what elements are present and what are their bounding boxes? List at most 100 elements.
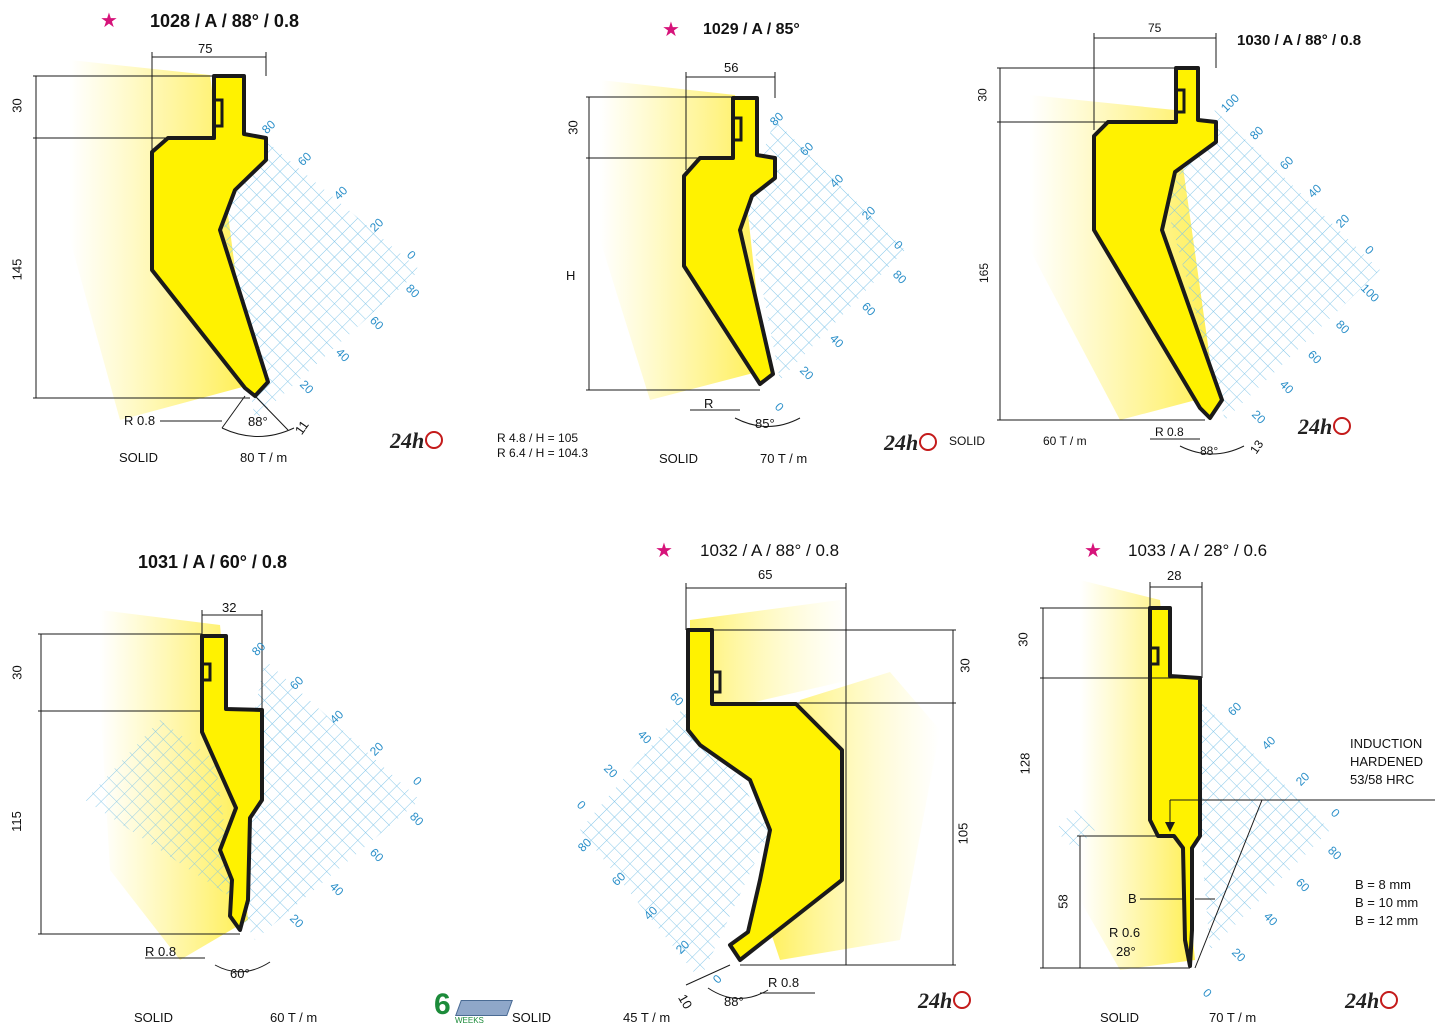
tool-1030-width: 75	[1148, 21, 1162, 35]
tool-1029-type: SOLID	[659, 451, 699, 466]
tool-1028-height: 145	[9, 258, 25, 281]
tool-1028-type: SOLID	[119, 450, 159, 465]
tool-1031-type: SOLID	[134, 1010, 174, 1025]
tool-1031	[38, 610, 420, 973]
tool-1032-width: 65	[758, 567, 773, 582]
tool-1029-grid	[745, 120, 905, 380]
badge-24h-text: 24h	[884, 430, 919, 455]
badge-24h-text: 24h	[1298, 414, 1333, 439]
tool-1028-grid	[220, 140, 420, 420]
tool-1029-note-2: R 6.4 / H = 104.3	[497, 446, 589, 460]
b-option-2: B = 10 mm	[1355, 895, 1419, 910]
tool-1029-star: ★	[662, 19, 680, 41]
six-weeks-sub: WEEKS	[455, 1016, 484, 1025]
six-weeks-badge: 6	[434, 988, 451, 1021]
b-option-1: B = 8 mm	[1355, 877, 1411, 892]
tool-1033-height: 128	[1017, 752, 1033, 775]
tool-1033-neck: B	[1128, 891, 1137, 906]
tool-1028-width-line	[151, 52, 267, 150]
tool-1029-title: 1029 / A / 85°	[703, 21, 800, 38]
tool-1031-top-height: 30	[9, 665, 25, 680]
tool-1028-angle: 88°	[248, 414, 268, 429]
tool-1029	[586, 72, 905, 427]
tool-1033-lower-height: 58	[1055, 894, 1071, 909]
tool-1033	[1040, 580, 1435, 970]
tool-1028-radius: R 0.8	[124, 413, 156, 428]
tool-1033-top-height: 30	[1015, 632, 1031, 647]
press-brake-icon	[455, 1000, 513, 1016]
tool-1030-profile	[1092, 66, 1224, 420]
tool-1033-radius: R 0.6	[1109, 925, 1141, 940]
tool-1028	[33, 52, 420, 437]
tool-1029-angle: 85°	[755, 416, 775, 431]
tool-1033-profile	[1148, 606, 1202, 968]
tool-1028-top-height: 30	[9, 98, 25, 113]
tool-1028-capacity: 80 T / m	[240, 450, 288, 465]
tool-1033-angle: 28°	[1116, 944, 1136, 959]
tool-1033-title: 1033 / A / 28° / 0.6	[1128, 541, 1268, 560]
tool-1029-width: 56	[724, 60, 739, 75]
tool-1032	[580, 583, 956, 999]
tool-1031-radius: R 0.8	[145, 944, 177, 959]
clock-icon	[425, 430, 444, 449]
tool-1028-width: 75	[198, 41, 213, 56]
tool-1031-capacity: 60 T / m	[270, 1010, 318, 1025]
tool-1032-profile	[686, 628, 844, 962]
tool-1033-width: 28	[1167, 568, 1182, 583]
tool-1030-capacity: 60 T / m	[1043, 434, 1087, 448]
tool-1032-angle: 88°	[724, 994, 744, 1009]
tool-1030-angle: 88°	[1200, 444, 1219, 458]
tool-1033-type: SOLID	[1100, 1010, 1140, 1025]
tool-1028-profile	[150, 74, 270, 398]
b-option-3: B = 12 mm	[1355, 913, 1419, 928]
tool-1028-delivery-badge: 24h	[390, 428, 444, 454]
tool-1033-grid-left	[1055, 810, 1095, 850]
tool-1029-profile	[682, 96, 777, 386]
clock-icon	[1333, 416, 1352, 435]
tool-1032-radius: R 0.8	[768, 975, 800, 990]
tool-1031-height: 115	[8, 811, 24, 832]
tool-1030-radius: R 0.8	[1155, 425, 1184, 439]
tool-1028-title: 1028 / A / 88° / 0.8	[150, 11, 299, 31]
tool-1029-height: H	[566, 268, 576, 283]
tool-1031-profile	[200, 634, 264, 932]
tool-1029-delivery-badge: 24h	[884, 430, 938, 456]
tool-1033-capacity: 70 T / m	[1209, 1010, 1257, 1025]
tool-1030	[997, 33, 1380, 455]
tool-1033-delivery-badge: 24h	[1345, 988, 1399, 1014]
tool-1032-delivery-badge: 24h	[918, 988, 972, 1014]
tool-1032-top-height: 30	[957, 658, 973, 673]
badge-24h-text: 24h	[1345, 988, 1380, 1013]
tool-1033-star: ★	[1084, 540, 1102, 562]
hardening-line-1: INDUCTION	[1350, 736, 1423, 751]
tool-1030-type: SOLID	[949, 434, 986, 448]
tool-1032-title: 1032 / A / 88° / 0.8	[700, 541, 840, 560]
tool-1031-width: 32	[222, 600, 237, 615]
tool-1029-top-height: 30	[565, 120, 581, 135]
tool-1032-star: ★	[655, 540, 673, 562]
tool-1030-top-height: 30	[975, 88, 990, 102]
tool-1032-grid	[580, 700, 770, 980]
tool-1029-note-1: R 4.8 / H = 105	[497, 431, 579, 445]
badge-24h-text: 24h	[390, 428, 425, 453]
tool-1032-capacity: 45 T / m	[623, 1010, 671, 1025]
tool-1031-angle: 60°	[230, 966, 250, 981]
tool-1030-grid	[1165, 110, 1380, 420]
tool-1032-height: 105	[955, 822, 971, 845]
badge-24h-text: 24h	[918, 988, 953, 1013]
tool-1029-radius: R	[704, 396, 714, 411]
tool-1030-height: 165	[977, 262, 992, 284]
clock-icon	[1380, 990, 1399, 1009]
tool-1033-grid	[1195, 700, 1330, 950]
tool-1031-title: 1031 / A / 60° / 0.8	[138, 552, 287, 572]
tool-1031-six-type: SOLID	[512, 1010, 552, 1025]
tool-1031-grid-left	[85, 720, 235, 900]
tool-1030-title: 1030 / A / 88° / 0.8	[1237, 32, 1362, 49]
clock-icon	[953, 990, 972, 1009]
tool-1031-grid	[220, 660, 420, 940]
tool-1029-capacity: 70 T / m	[760, 451, 808, 466]
tool-1028-star: ★	[100, 10, 118, 32]
clock-icon	[919, 432, 938, 451]
tool-1030-delivery-badge: 24h	[1298, 414, 1352, 440]
